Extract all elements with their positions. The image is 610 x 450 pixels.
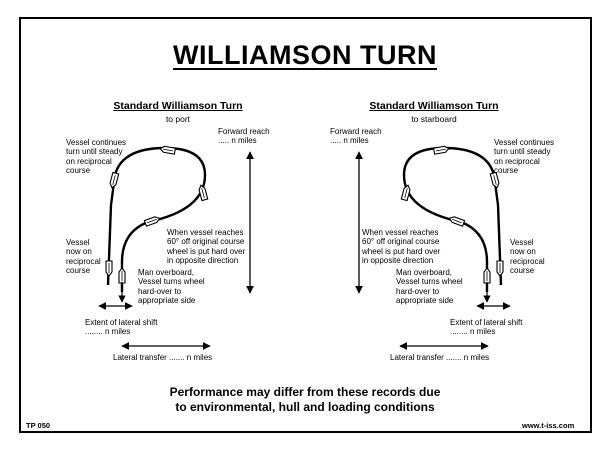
port-lateral-shift-label: Extent of lateral shift ........ n miles: [85, 318, 158, 337]
port-forward-reach-label: Forward reach ..... n miles: [218, 127, 270, 146]
starboard-subheading: to starboard: [411, 114, 457, 124]
port-continues-label: Vessel continues turn until steady on re…: [66, 138, 127, 175]
starboard-overboard-label: Man overboard, Vessel turns wheel hard-o…: [396, 268, 463, 305]
performance-note: Performance may differ from these record…: [169, 385, 441, 414]
port-heading: Standard Williamson Turn: [113, 100, 243, 112]
starboard-vessel-icon-left: [400, 183, 412, 202]
port-subheading: to port: [165, 114, 191, 124]
starboard-lateral-shift-label: Extent of lateral shift ........ n miles: [450, 318, 523, 337]
starboard-continues-label: Vessel continues turn until steady on re…: [494, 138, 555, 175]
product-code: TP 050: [26, 421, 51, 430]
port-vessel-icon-right: [197, 183, 209, 202]
starboard-diagram: [355, 145, 511, 350]
outer-border: [19, 17, 592, 433]
port-vessel-icon-turn: [143, 214, 162, 227]
starboard-vessel-icon-turn: [447, 214, 466, 227]
port-track: [106, 146, 207, 292]
port-reaches-label: When vessel reaches 60° off original cou…: [167, 228, 246, 265]
port-overboard-label: Man overboard, Vessel turns wheel hard-o…: [138, 268, 205, 305]
port-lateral-transfer-label: Lateral transfer ....... n miles: [113, 353, 213, 362]
starboard-now-on-label: Vessel now on reciprocal course: [510, 238, 545, 275]
port-now-on-label: Vessel now on reciprocal course: [66, 238, 101, 275]
starboard-track: [402, 146, 503, 292]
starboard-forward-reach-label: Forward reach ..... n miles: [330, 127, 382, 146]
port-vessel-icon-start: [118, 267, 126, 284]
starboard-heading: Standard Williamson Turn: [369, 100, 499, 112]
website-link[interactable]: www.t-iss.com: [522, 421, 575, 430]
starboard-vessel-icon-start: [483, 267, 491, 284]
starboard-lateral-transfer-label: Lateral transfer ....... n miles: [390, 353, 490, 362]
port-vessel-icon-return: [105, 260, 113, 277]
starboard-reaches-label: When vessel reaches 60° off original cou…: [362, 228, 441, 265]
page-title: WILLIAMSON TURN: [173, 40, 437, 70]
port-diagram: [98, 145, 254, 350]
starboard-vessel-icon-return: [496, 260, 504, 277]
